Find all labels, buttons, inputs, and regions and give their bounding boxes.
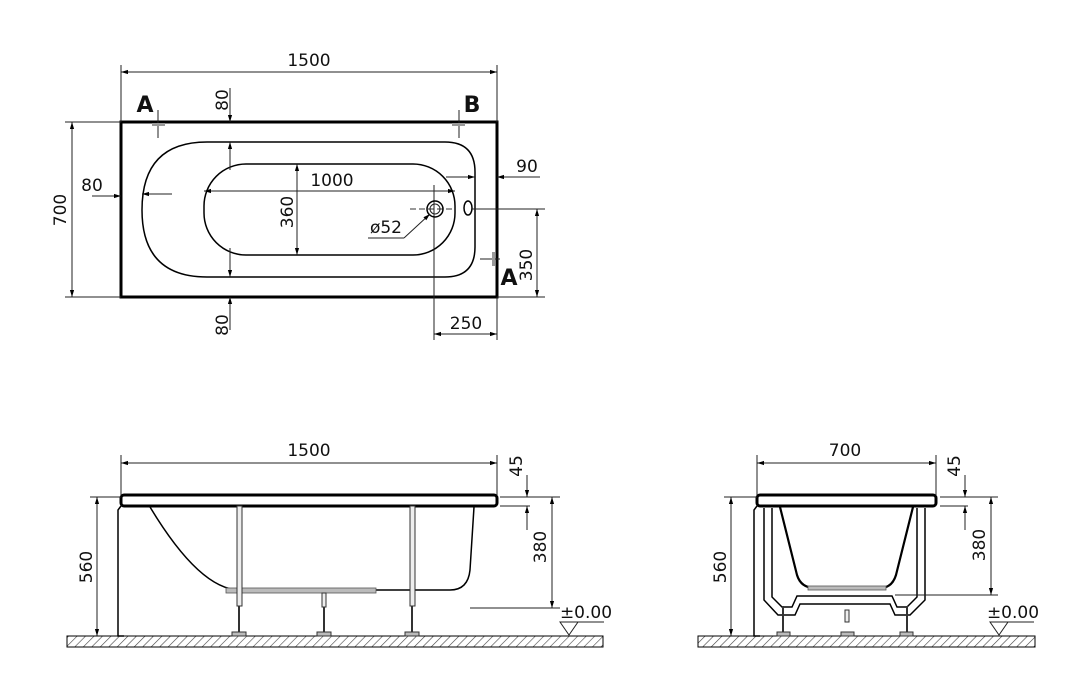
basin-outer: [141, 141, 476, 278]
dim-rim-bottom-label: 80: [213, 314, 233, 336]
floor: [697, 635, 1036, 648]
dim-length-label: 1500: [287, 51, 330, 71]
section-b-label: B: [464, 93, 481, 118]
tub-bowl: [149, 506, 475, 591]
dim-rim-left-label: 80: [81, 176, 103, 196]
side-height-label: 560: [77, 551, 97, 583]
dim-inner-width-label: 360: [278, 196, 298, 228]
section-a-label: A: [136, 93, 153, 118]
drain-icon: [426, 200, 444, 218]
dim-rim-right-label: 90: [516, 157, 538, 177]
dim-inner-length-label: 1000: [310, 171, 353, 191]
dim-drain-side-label: 350: [517, 249, 537, 281]
tub-rim: [755, 493, 938, 508]
dim-rim-top-label: 80: [213, 89, 233, 111]
level-marker-icon: [559, 621, 579, 636]
overflow-icon: [463, 200, 473, 216]
end-width-label: 700: [829, 441, 861, 461]
side-floor-level-label: ±0.00: [560, 603, 612, 623]
basin-inner: [203, 163, 456, 256]
floor: [66, 635, 604, 648]
end-floor-level-label: ±0.00: [987, 603, 1039, 623]
end-view: 700 560 45 380 ±0.00: [697, 441, 1039, 648]
end-rim-label: 45: [945, 455, 965, 477]
side-length-label: 1500: [287, 441, 330, 461]
side-depth-label: 380: [531, 531, 551, 563]
tub-bowl: [778, 506, 915, 590]
top-view: 1500 A B A 80 80 700 80 1000 360: [51, 51, 545, 340]
dim-width-label: 700: [51, 194, 71, 226]
dim-drain-end-label: 250: [450, 314, 482, 334]
section-a2-label: A: [500, 266, 517, 291]
level-marker-icon: [989, 621, 1009, 636]
support-legs: [231, 505, 420, 637]
side-rim-label: 45: [507, 455, 527, 477]
side-view: 1500 560 45 380 ±0.00: [66, 441, 612, 648]
support-frame: [763, 508, 926, 637]
end-depth-label: 380: [970, 529, 990, 561]
end-height-label: 560: [711, 551, 731, 583]
tub-rim: [119, 493, 499, 508]
dim-drain-diameter-label: ø52: [370, 218, 402, 238]
